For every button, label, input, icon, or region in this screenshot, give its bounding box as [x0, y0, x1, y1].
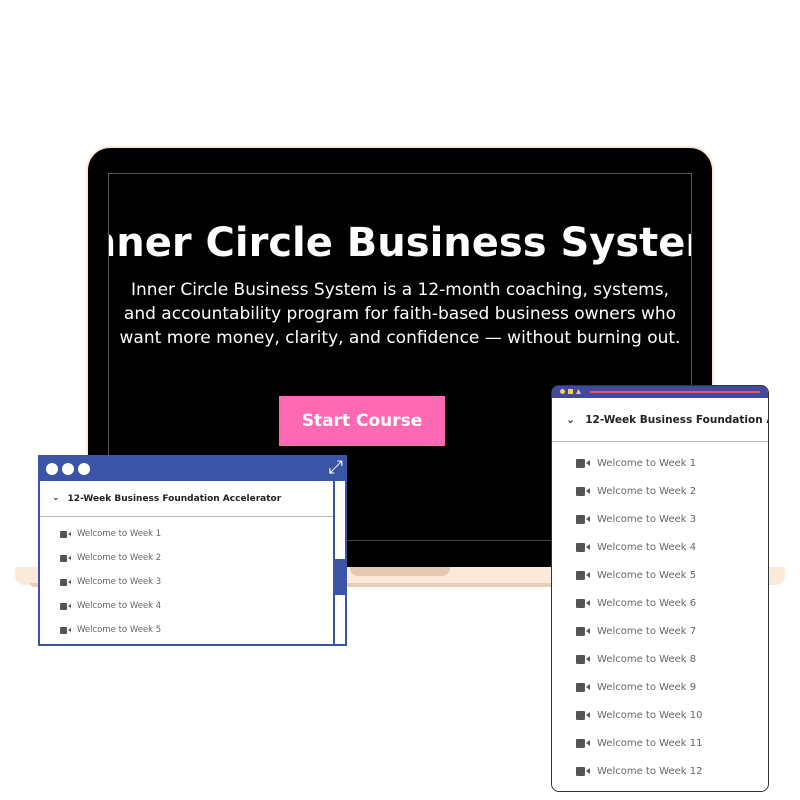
lesson-label: Welcome to Week 7 [597, 625, 697, 637]
lesson-label: Welcome to Week 4 [77, 601, 162, 611]
hero-title: Inner Circle Business System [109, 220, 691, 266]
window-square-icon [568, 389, 573, 394]
video-camera-icon [576, 738, 590, 748]
lesson-label: Welcome to Week 3 [597, 513, 697, 525]
lesson-label: Welcome to Week 5 [597, 569, 697, 581]
lesson-item[interactable]: Welcome to Week 9 [552, 673, 768, 701]
lesson-item[interactable]: Welcome to Week 10 [552, 701, 768, 729]
laptop-screen: Inner Circle Business System Inner Circl… [108, 173, 692, 567]
window-dot-icon [78, 463, 90, 475]
address-bar [590, 391, 760, 393]
video-camera-icon [576, 682, 590, 692]
start-course-button[interactable]: Start Course [279, 396, 445, 446]
chevron-down-icon: ⌄ [566, 413, 576, 426]
chevron-down-icon: ⌄ [52, 493, 60, 503]
divider [109, 540, 691, 541]
section-title: 12-Week Business Foundation Accelerator [585, 413, 768, 426]
course-window-small: ⤢ ⌄ 12-Week Business Foundation Accelera… [38, 455, 347, 646]
scrollbar[interactable] [333, 481, 345, 644]
video-camera-icon [576, 570, 590, 580]
course-window-large: ⌄ 12-Week Business Foundation Accelerato… [551, 385, 769, 792]
window-titlebar [552, 386, 768, 398]
lesson-label: Welcome to Week 1 [77, 529, 162, 539]
video-camera-icon [576, 654, 590, 664]
video-camera-icon [576, 542, 590, 552]
lesson-label: Welcome to Week 11 [597, 737, 703, 749]
lesson-item[interactable]: Welcome to Week 1 [40, 522, 335, 546]
lesson-label: Welcome to Week 8 [597, 653, 697, 665]
laptop-base-shadow [30, 583, 770, 587]
video-camera-icon [576, 710, 590, 720]
lesson-label: Welcome to Week 3 [77, 577, 162, 587]
lesson-label: Welcome to Week 2 [597, 485, 697, 497]
hero-description: Inner Circle Business System is a 12-mon… [119, 280, 681, 348]
lesson-item[interactable]: Welcome to Week 8 [552, 645, 768, 673]
lesson-item[interactable]: Welcome to Week 3 [40, 570, 335, 594]
lesson-item[interactable]: Welcome to Week 7 [552, 617, 768, 645]
lesson-item[interactable]: Welcome to Week 5 [40, 618, 335, 642]
lesson-item[interactable]: Welcome to Week 3 [552, 505, 768, 533]
lesson-item[interactable]: Welcome to Week 6 [552, 589, 768, 617]
lesson-label: Welcome to Week 10 [597, 709, 703, 721]
window-dot-icon [62, 463, 74, 475]
section-title: 12-Week Business Foundation Accelerator [67, 493, 282, 504]
lesson-label: Welcome to Week 6 [597, 597, 697, 609]
video-camera-icon [60, 554, 71, 562]
lesson-item[interactable]: Welcome to Week 1 [552, 449, 768, 477]
scrollbar-thumb[interactable] [335, 559, 345, 595]
lesson-item[interactable]: Welcome to Week 12 [552, 757, 768, 785]
lesson-label: Welcome to Week 9 [597, 681, 697, 693]
lesson-label: Welcome to Week 2 [77, 553, 162, 563]
lesson-item[interactable]: Welcome to Week 5 [552, 561, 768, 589]
laptop-notch [350, 567, 450, 576]
window-triangle-icon [576, 389, 581, 394]
video-camera-icon [576, 458, 590, 468]
section-header[interactable]: ⌄ 12-Week Business Foundation Accelerato… [552, 398, 768, 442]
video-camera-icon [60, 578, 71, 586]
video-camera-icon [576, 486, 590, 496]
lesson-label: Welcome to Week 1 [597, 457, 697, 469]
lesson-item[interactable]: Welcome to Week 4 [552, 533, 768, 561]
window-dot-icon [46, 463, 58, 475]
expand-icon[interactable]: ⤢ [328, 457, 343, 478]
lesson-label: Welcome to Week 5 [77, 625, 162, 635]
lesson-item[interactable]: Welcome to Week 11 [552, 729, 768, 757]
lesson-label: Welcome to Week 4 [597, 541, 697, 553]
lesson-item[interactable]: Welcome to Week 2 [552, 477, 768, 505]
video-camera-icon [60, 626, 71, 634]
video-camera-icon [576, 514, 590, 524]
video-camera-icon [60, 602, 71, 610]
window-dot-icon [560, 389, 565, 394]
video-camera-icon [576, 626, 590, 636]
video-camera-icon [60, 530, 71, 538]
lesson-item[interactable]: Welcome to Week 2 [40, 546, 335, 570]
video-camera-icon [576, 598, 590, 608]
lesson-item[interactable]: Welcome to Week 4 [40, 594, 335, 618]
section-header[interactable]: ⌄ 12-Week Business Foundation Accelerato… [40, 481, 335, 517]
lesson-label: Welcome to Week 12 [597, 765, 703, 777]
window-titlebar: ⤢ [40, 457, 345, 481]
video-camera-icon [576, 766, 590, 776]
